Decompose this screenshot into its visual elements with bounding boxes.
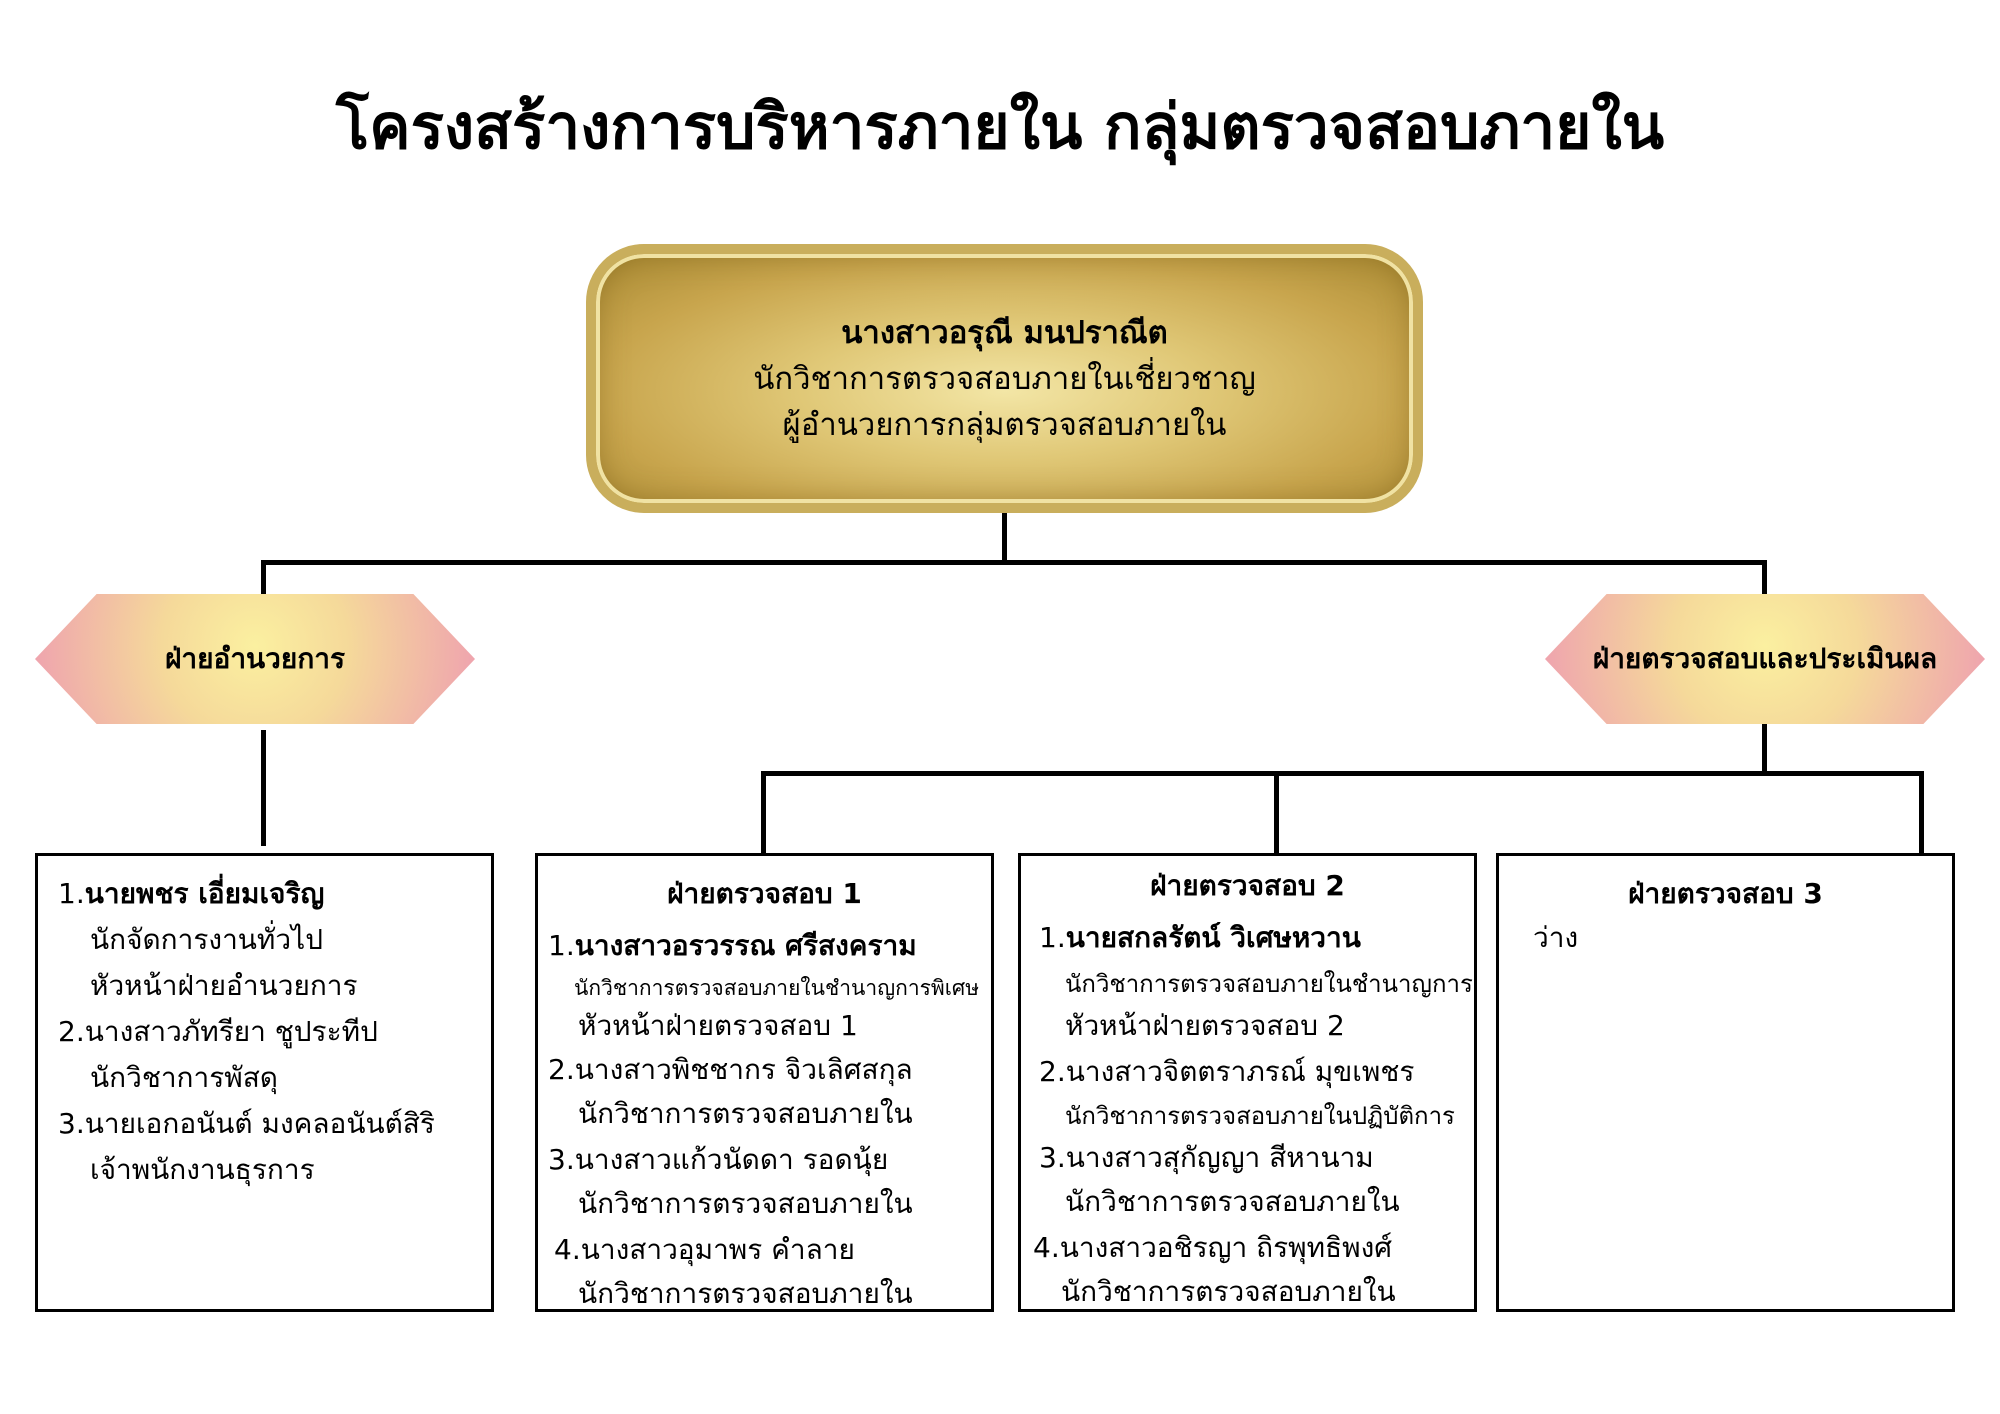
connector-line xyxy=(1762,724,1767,774)
connector-line xyxy=(761,771,766,854)
member-position: นักวิชาการตรวจสอบภายในปฏิบัติการ xyxy=(1065,1102,1455,1130)
member-name: นายเอกอนันต์ มงคลอนันต์สิริ xyxy=(84,1107,435,1140)
page-title: โครงสร้างการบริหารภายใน กลุ่มตรวจสอบภายใ… xyxy=(335,90,1665,163)
item-number: 2. xyxy=(1039,1055,1066,1088)
item-number: 1. xyxy=(58,877,85,910)
member-position: เจ้าพนักงานธุรการ xyxy=(90,1153,315,1186)
item-number: 3. xyxy=(58,1107,85,1140)
member-name: นายสกลรัตน์ วิเศษหวาน xyxy=(1065,921,1361,954)
member-name: นางสาวอรวรรณ ศรีสงคราม xyxy=(574,929,917,962)
member-position: นักวิชาการตรวจสอบภายใน xyxy=(578,1277,913,1310)
item-number: 3. xyxy=(1039,1141,1066,1174)
member-position: นักวิชาการตรวจสอบภายใน xyxy=(578,1097,913,1130)
item-number: 1. xyxy=(1039,921,1066,954)
item-number: 4. xyxy=(1033,1231,1060,1264)
member-name: นางสาวแก้วนัดดา รอดนุ้ย xyxy=(574,1143,889,1176)
member-name: นางสาวพิชชากร จิวเลิศสกุล xyxy=(574,1053,913,1086)
item-number: 3. xyxy=(548,1143,575,1176)
member-name: นางสาวจิตตราภรณ์ มุขเพชร xyxy=(1065,1055,1415,1088)
audit1-box: ฝ่ายตรวจสอบ 1 1.นางสาวอรวรรณ ศรีสงคราม น… xyxy=(535,853,994,1312)
connector-line xyxy=(261,560,1766,565)
item-number: 2. xyxy=(548,1053,575,1086)
director-position: นักวิชาการตรวจสอบภายในเชี่ยวชาญ xyxy=(753,360,1256,397)
member-name: นางสาวสุกัญญา สีหานาม xyxy=(1065,1141,1374,1174)
item-number: 1. xyxy=(548,929,575,962)
item-number: 4. xyxy=(554,1233,581,1266)
member-role: หัวหน้าฝ่ายตรวจสอบ 2 xyxy=(1065,1009,1345,1042)
member-position: นักวิชาการตรวจสอบภายใน xyxy=(578,1187,913,1220)
director-name: นางสาวอรุณี มนปราณีต xyxy=(841,314,1168,351)
member-position: นักวิชาการตรวจสอบภายใน xyxy=(1065,1185,1400,1218)
member-name: นางสาวอุมาพร คำลาย xyxy=(580,1233,855,1266)
member-position: นักวิชาการตรวจสอบภายใน xyxy=(1061,1275,1396,1308)
member-role: หัวหน้าฝ่ายอำนวยการ xyxy=(90,969,358,1002)
member-position: นักจัดการงานทั่วไป xyxy=(90,923,323,956)
audit3-box: ฝ่ายตรวจสอบ 3 ว่าง xyxy=(1496,853,1955,1312)
admin-box: 1.นายพชร เอี่ยมเจริญ นักจัดการงานทั่วไป … xyxy=(35,853,494,1312)
connector-line xyxy=(1002,513,1007,564)
connector-line xyxy=(1919,771,1924,854)
connector-line xyxy=(1274,771,1279,854)
member-role: หัวหน้าฝ่ายตรวจสอบ 1 xyxy=(578,1009,858,1042)
item-number: 2. xyxy=(58,1015,85,1048)
member-position: นักวิชาการพัสดุ xyxy=(90,1061,278,1094)
director-role: ผู้อำนวยการกลุ่มตรวจสอบภายใน xyxy=(782,406,1227,443)
director-box: นางสาวอรุณี มนปราณีต นักวิชาการตรวจสอบภา… xyxy=(586,244,1423,513)
member-name: นางสาวภัทรียา ชูประทีป xyxy=(84,1015,378,1048)
connector-line xyxy=(261,560,266,596)
audit3-title: ฝ่ายตรวจสอบ 3 xyxy=(1628,877,1823,910)
vacant-label: ว่าง xyxy=(1533,921,1579,954)
connector-line xyxy=(1762,560,1767,596)
connector-line xyxy=(261,730,266,846)
member-name: นายพชร เอี่ยมเจริญ xyxy=(84,877,325,910)
division-admin: ฝ่ายอำนวยการ xyxy=(35,594,475,724)
member-position: นักวิชาการตรวจสอบภายในชำนาญการพิเศษ xyxy=(574,976,980,1000)
member-name: นางสาวอชิรญา ถิรพุทธิพงศ์ xyxy=(1059,1231,1393,1264)
audit2-box: ฝ่ายตรวจสอบ 2 1.นายสกลรัตน์ วิเศษหวาน นั… xyxy=(1018,853,1477,1312)
audit1-title: ฝ่ายตรวจสอบ 1 xyxy=(667,877,862,910)
member-position: นักวิชาการตรวจสอบภายในชำนาญการ xyxy=(1065,970,1473,998)
connector-line xyxy=(761,771,1924,776)
audit2-title: ฝ่ายตรวจสอบ 2 xyxy=(1150,869,1345,902)
division-audit: ฝ่ายตรวจสอบและประเมินผล xyxy=(1545,594,1985,724)
